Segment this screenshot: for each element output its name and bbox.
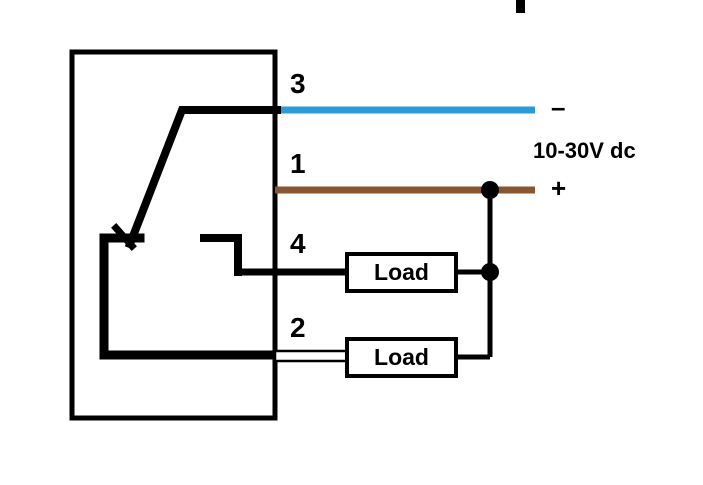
supply-minus-label: – (551, 92, 566, 122)
terminal-label-3: 3 (290, 68, 306, 99)
terminal-label-4: 4 (290, 228, 306, 259)
load-box-2: Load (345, 337, 458, 378)
cropped-letter-fragment (516, 0, 525, 13)
switch-contact-terminal-4 (200, 234, 242, 276)
load-box-1-label: Load (374, 259, 429, 285)
junction-dot-loads (481, 263, 499, 281)
terminal-label-2: 2 (290, 312, 306, 343)
terminal-label-1: 1 (290, 148, 306, 179)
switch-arm (124, 106, 281, 250)
load-box-2-label: Load (374, 344, 429, 370)
switch-common-path (99, 233, 282, 360)
supply-plus-label: + (551, 173, 567, 203)
load-box-1: Load (345, 252, 458, 293)
wire-2-double-line (273, 349, 351, 363)
sensor-body-outline (69, 49, 278, 421)
junction-dot-positive (481, 181, 499, 199)
supply-voltage-label: 10-30V dc (533, 138, 636, 163)
